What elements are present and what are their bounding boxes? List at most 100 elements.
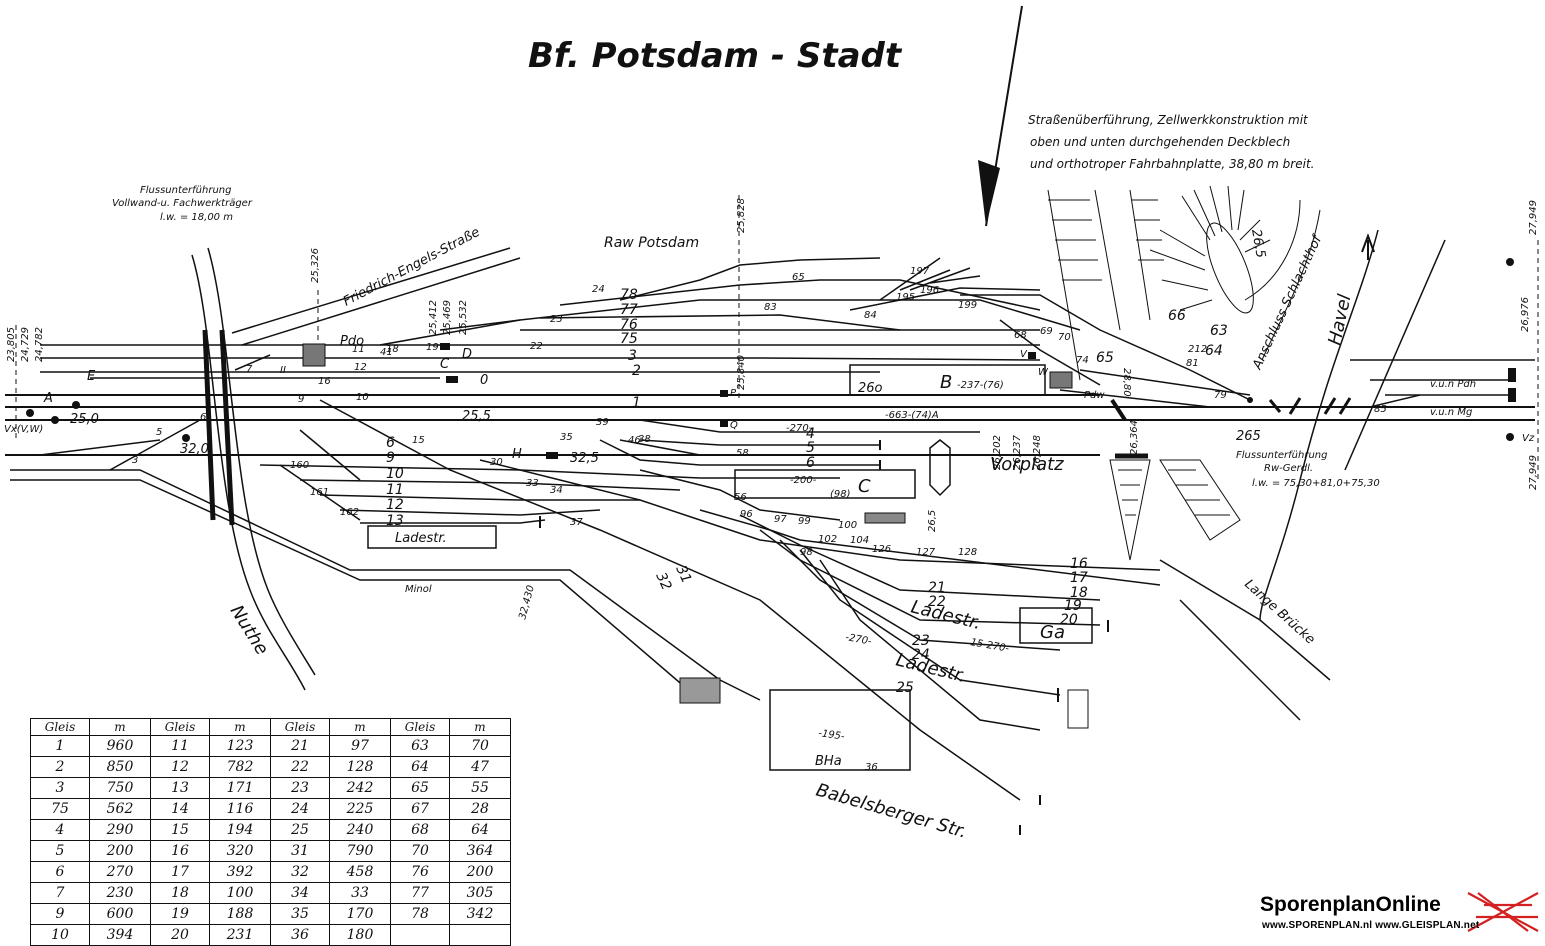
switch-number: 79 xyxy=(1214,390,1227,401)
length-labels: -270- -663-(74)A -237-(76) -200- (98) -1… xyxy=(786,380,1010,743)
table-cell-gleis: 16 xyxy=(150,840,210,862)
switch-number: 7 xyxy=(246,364,253,375)
table-cell-length: 270 xyxy=(89,861,151,883)
table-cell-gleis: 15 xyxy=(150,819,210,841)
havel-label: Havel xyxy=(1324,292,1355,347)
friedrich-engels-street xyxy=(231,247,521,346)
station-tracks xyxy=(10,257,1510,801)
switch-number: 127 xyxy=(916,547,936,558)
nuthe-bridge-line3: l.w. = 18,00 m xyxy=(160,212,233,223)
table-cell-length: 180 xyxy=(329,924,391,946)
length-98: (98) xyxy=(830,489,851,500)
length-270a: -270- xyxy=(786,423,813,434)
track-13: 13 xyxy=(386,513,404,529)
table-cell-length: 128 xyxy=(329,756,391,778)
goods-shed xyxy=(1019,607,1093,644)
table-cell-gleis: 10 xyxy=(30,924,90,946)
km-label: 26,5 xyxy=(927,510,938,532)
table-cell-gleis: 34 xyxy=(270,882,330,904)
table-cell-gleis: 65 xyxy=(390,777,450,799)
signal-e: E xyxy=(87,369,96,384)
table-cell-gleis: 21 xyxy=(270,735,330,757)
table-cell-gleis: 36 xyxy=(270,924,330,946)
track-21: 21 xyxy=(928,580,946,596)
table-cell-length: 242 xyxy=(329,777,391,799)
table-cell-length: 33 xyxy=(329,882,391,904)
track-18: 18 xyxy=(1070,585,1088,601)
nuthe-river xyxy=(191,247,316,691)
switch-number: 6 xyxy=(200,412,206,423)
length-237: -237-(76) xyxy=(957,380,1004,391)
switch-number: 15 xyxy=(412,435,425,446)
nuthe-bridge-line2: Vollwand-u. Fachwerkträger xyxy=(112,198,253,209)
switch-number: 84 xyxy=(864,310,877,321)
signal-c2: C xyxy=(858,476,871,497)
switch-number: 65 xyxy=(792,272,805,283)
track-63: 63 xyxy=(1210,323,1228,339)
track-20: 20 xyxy=(1060,612,1078,628)
bridge-note-line1: Straßenüberführung, Zellwerkkonstruktion… xyxy=(1028,113,1309,127)
bha-label: BHa xyxy=(815,754,842,769)
switch-number: 85 xyxy=(1374,404,1387,415)
track-75: 75 xyxy=(620,331,638,347)
km-label: 23,805 xyxy=(6,327,17,362)
track-2: 2 xyxy=(632,363,641,379)
track-1: 1 xyxy=(632,395,641,411)
track-36: 36 xyxy=(865,762,878,773)
switch-number: 35 xyxy=(560,432,573,443)
signal-box-pdw xyxy=(1049,371,1073,389)
pdw-label: Pdw xyxy=(1084,390,1105,401)
km-posts xyxy=(15,195,1539,480)
ga-label: Ga xyxy=(1040,622,1065,643)
island-platform xyxy=(929,439,951,497)
table-cell-gleis: 22 xyxy=(270,756,330,778)
table-cell-gleis: 4 xyxy=(30,819,90,841)
brand-name: SporenplanOnline xyxy=(1260,893,1441,916)
havel-bridge-line2: Rw-Gerdl. xyxy=(1264,463,1313,474)
table-cell-length: 850 xyxy=(89,756,151,778)
table-cell-gleis: 19 xyxy=(150,903,210,925)
table-cell-length: 782 xyxy=(209,756,271,778)
switch-number: 195 xyxy=(896,292,915,303)
table-cell-length: 116 xyxy=(209,798,271,820)
table-cell-gleis: 5 xyxy=(30,840,90,862)
table-cell-length: 240 xyxy=(329,819,391,841)
table-cell-length: 70 xyxy=(449,735,511,757)
overpass-arrow-head xyxy=(978,160,1000,226)
table-cell-length: 170 xyxy=(329,903,391,925)
table-cell-length: 55 xyxy=(449,777,511,799)
pdo-label: Pdo xyxy=(340,334,364,349)
table-cell-gleis: 24 xyxy=(270,798,330,820)
table-header-gleis: Gleis xyxy=(30,718,90,736)
switch-number: 100 xyxy=(838,520,857,531)
platform-c xyxy=(734,469,916,499)
km-label: 32,0 xyxy=(180,442,209,457)
km-label: 27,949 xyxy=(1528,455,1539,490)
ladestrasse-box xyxy=(367,525,497,549)
bridge-note-line3: und orthotroper Fahrbahnplatte, 38,80 m … xyxy=(1030,157,1314,171)
table-cell-gleis: 6 xyxy=(30,861,90,883)
switch-number: 18 xyxy=(386,344,399,355)
table-cell-length: 230 xyxy=(89,882,151,904)
havel-bridge-piers xyxy=(1268,397,1352,415)
km-label: 25,828 xyxy=(736,198,747,233)
table-cell-length: 200 xyxy=(89,840,151,862)
table-cell-length: 305 xyxy=(449,882,511,904)
brand-url[interactable]: www.SPORENPLAN.nl www.GLEISPLAN.net xyxy=(1262,920,1480,931)
switch-number: 70 xyxy=(1058,332,1071,343)
small-building xyxy=(1067,689,1089,729)
table-cell-gleis: 31 xyxy=(270,840,330,862)
table-cell-gleis: 70 xyxy=(390,840,450,862)
brand-logo[interactable]: SporenplanOnline www.SPORENPLAN.nl www.G… xyxy=(1256,891,1541,935)
table-cell-length: 188 xyxy=(209,903,271,925)
nuthe-bridge-left xyxy=(202,329,216,521)
track-64: 64 xyxy=(1205,343,1223,359)
table-cell-length: 100 xyxy=(209,882,271,904)
table-cell-length: 97 xyxy=(329,735,391,757)
table-cell-gleis: 63 xyxy=(390,735,450,757)
